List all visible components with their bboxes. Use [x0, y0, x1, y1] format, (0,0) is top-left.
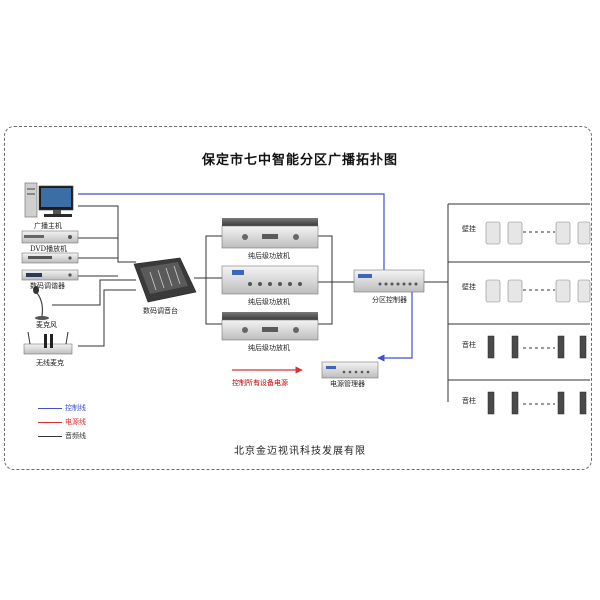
- audio-line-amp-top-zc: [318, 235, 354, 283]
- legend-swatch-audio: [38, 435, 62, 437]
- computer-icon: [24, 182, 74, 218]
- legend-swatch-power: [38, 421, 62, 423]
- column-speaker-icon: [511, 391, 519, 415]
- label-broadcast-host: 广播主机: [34, 222, 62, 230]
- wall-speaker-icon: [507, 279, 523, 303]
- audio-lines: [52, 203, 590, 405]
- control-line-zc-power: [377, 290, 413, 362]
- audio-line-mixer-amps: [194, 235, 222, 279]
- dvd-player-icon: [21, 252, 79, 264]
- amp-mid-icon: [221, 265, 319, 295]
- column-speaker-icon: [579, 391, 587, 415]
- amp-bottom-icon: [221, 312, 319, 341]
- label-digital-tuner: 数码调谐器: [30, 282, 65, 290]
- wall-speaker-icon: [507, 221, 523, 245]
- zone-controller-icon: [353, 269, 425, 293]
- wall-speaker-icon: [577, 279, 591, 303]
- wall-speaker-icon: [577, 221, 591, 245]
- zone-label-4: 音柱: [462, 397, 476, 405]
- control-lines: [78, 193, 413, 362]
- legend-control: 控制线: [38, 405, 86, 412]
- amp-top-icon: [221, 218, 319, 249]
- mixer-icon: [133, 257, 197, 303]
- legend-label-audio: 音频线: [65, 432, 86, 440]
- label-dvd-player: DVD播放机: [30, 245, 68, 253]
- legend-label-power: 电源线: [65, 418, 86, 426]
- wall-speaker-icon: [555, 221, 571, 245]
- legend-swatch-control: [38, 407, 62, 409]
- label-power-manager: 电源管理器: [330, 380, 365, 388]
- company-name: 北京金迈视讯科技发展有限: [234, 446, 366, 457]
- label-mixer: 数码调音台: [143, 307, 178, 315]
- legend-audio: 音频线: [38, 433, 86, 440]
- broadcast-host-icon: [21, 230, 79, 244]
- diagram-title: 保定市七中智能分区广播拓扑图: [201, 153, 398, 168]
- power-note: 控制所有设备电源: [232, 379, 288, 387]
- wall-speakers-zone-1: [485, 221, 591, 245]
- column-speaker-icon: [487, 335, 495, 359]
- column-speakers-zone-3: [487, 335, 587, 359]
- column-speaker-icon: [511, 335, 519, 359]
- wireless-mic-icon: [23, 331, 73, 355]
- column-speaker-icon: [579, 335, 587, 359]
- label-microphone: 麦克风: [36, 321, 57, 329]
- label-amp-top: 纯后级功放机: [248, 252, 290, 260]
- microphone-icon: [33, 286, 49, 320]
- audio-line-mixer-amp-bottom: [205, 278, 222, 325]
- audio-line-mic: [52, 279, 136, 306]
- wall-speaker-icon: [555, 279, 571, 303]
- audio-line-sources: [78, 205, 136, 263]
- zone-label-2: 壁挂: [462, 283, 476, 291]
- legend-label-control: 控制线: [65, 404, 86, 412]
- column-speaker-icon: [487, 391, 495, 415]
- column-speaker-icon: [557, 391, 565, 415]
- wall-speakers-zone-2: [485, 279, 591, 303]
- wall-speaker-icon: [485, 279, 501, 303]
- label-amp-bottom: 纯后级功放机: [248, 344, 290, 352]
- zone-label-1: 壁挂: [462, 225, 476, 233]
- label-zone-controller: 分区控制器: [372, 296, 407, 304]
- tuner-icon: [21, 269, 79, 281]
- wall-speaker-icon: [485, 221, 501, 245]
- zone-label-3: 音柱: [462, 341, 476, 349]
- control-line-pc-zc: [78, 193, 385, 270]
- diagram-frame: [4, 126, 592, 470]
- audio-line-wireless: [78, 289, 136, 347]
- column-speakers-zone-4: [487, 391, 587, 415]
- legend-power: 电源线: [38, 419, 86, 426]
- power-manager-icon: [321, 361, 379, 379]
- column-speaker-icon: [557, 335, 565, 359]
- audio-line-amp-bottom-zc: [318, 282, 333, 325]
- label-wireless-mic: 无线麦克: [36, 359, 64, 367]
- label-amp-mid: 纯后级功放机: [248, 298, 290, 306]
